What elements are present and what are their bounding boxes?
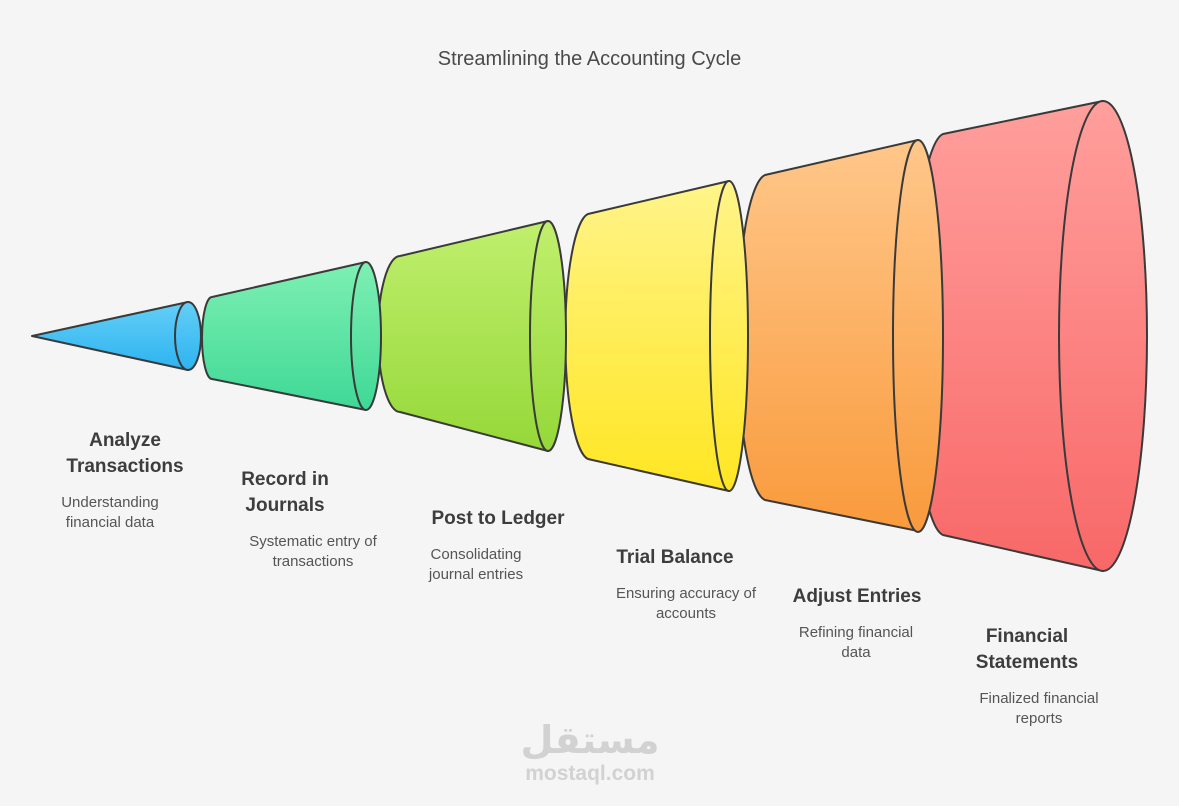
step-title-trial-balance: Trial Balance (616, 547, 734, 568)
watermark-arabic-text: مستقل (520, 718, 660, 762)
funnel-segment-trial-balance (564, 180, 749, 492)
step-title-adjust-entries: Adjust Entries (792, 586, 922, 607)
step-desc-adjust-entries: Refining financial data (798, 624, 914, 661)
step-desc-record-in-journals: Systematic entry of transactions (249, 533, 377, 570)
funnel-segment-record-in-journals (201, 261, 382, 411)
step-title-post-to-ledger: Post to Ledger (431, 508, 565, 529)
step-title-financial-statements: Financial Statements (975, 626, 1079, 673)
funnel-segment-analyze-transactions (31, 301, 202, 371)
diagram-title: Streamlining the Accounting Cycle (437, 48, 742, 70)
step-title-record-in-journals: Record in Journals (241, 469, 329, 516)
watermark-latin-text: mostaql.com (525, 762, 655, 785)
step-desc-analyze-transactions: Understanding financial data (61, 494, 159, 531)
funnel-segment-adjust-entries (736, 139, 944, 533)
step-desc-trial-balance: Ensuring accuracy of accounts (615, 585, 757, 622)
funnel-segment-post-to-ledger (377, 220, 567, 452)
step-title-analyze-transactions: Analyze Transactions (66, 430, 184, 477)
step-desc-financial-statements: Finalized financial reports (979, 690, 1099, 727)
funnel-segment-financial-statements (911, 100, 1148, 572)
watermark-logo: مستقل mostaql.com (518, 718, 662, 786)
step-desc-post-to-ledger: Consolidating journal entries (428, 546, 524, 583)
